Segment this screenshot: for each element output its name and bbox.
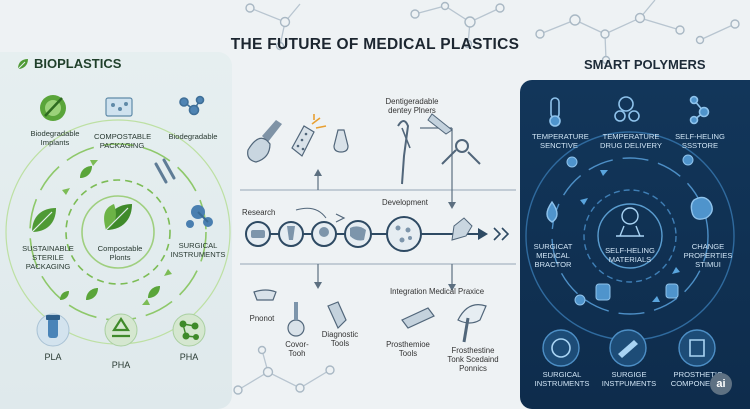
label-research: Research	[242, 208, 276, 217]
label-pla: PLA	[44, 352, 62, 362]
label-integration: Integration Medical Praxice	[390, 287, 485, 296]
leaf-icon	[31, 208, 56, 233]
bioplastics-heading: BIOPLASTICS	[16, 56, 121, 71]
label-surgige-instpuments: SURGIGE INSTPUMENTS	[601, 370, 657, 388]
instrument-icon	[186, 205, 213, 228]
label-covor-tooh: Covor- Tooh	[285, 340, 309, 358]
smart-polymers-diagram	[525, 95, 735, 367]
process-row	[245, 207, 510, 252]
ai-logo: ai	[710, 373, 732, 395]
label-surgical-instruments: SURGICAL INSTRUMENTS	[170, 241, 226, 259]
label-surgicat-medical-bractor: SURGICAT MEDICAL BRACTOR	[533, 242, 573, 269]
bioplastics-diagram	[5, 95, 231, 347]
prosthetic-icon	[678, 329, 716, 367]
label-temperature-sencitive: TEMPERATURE SENCTIVE	[532, 132, 589, 150]
label-pha-2: PHA	[179, 352, 199, 362]
blob-icon	[690, 196, 713, 220]
leaf-icon	[17, 58, 28, 69]
label-compostable-packaging: COMPOSTABLE PACKAGING	[94, 132, 152, 150]
molecule-icon	[179, 95, 205, 116]
packaging-icon	[105, 97, 133, 117]
label-pha: PHA	[111, 360, 131, 370]
label-diagnostic-tools: Diagnostic Tools	[321, 330, 359, 348]
lab-icon	[616, 207, 644, 237]
drop-icon	[546, 200, 558, 223]
page-title: THE FUTURE OF MEDICAL PLASTICS	[230, 36, 520, 53]
vial-icon	[36, 313, 70, 347]
label-frosthestine: Frosthestine Tonk Scedaind Ponnics	[447, 346, 499, 373]
recycle-icon	[104, 313, 138, 347]
leaf-icon	[104, 204, 132, 231]
label-self-heling-materials: SELF-HELING MATERIALS	[605, 246, 655, 264]
label-surgical-instruments-right: SURGICAL INSTRUMENTS	[534, 370, 590, 388]
drug-delivery-icon	[614, 96, 640, 122]
thermometer-icon	[549, 97, 561, 127]
smart-polymers-heading: SMART POLYMERS	[584, 57, 706, 72]
molecule-icon	[689, 95, 710, 125]
label-prosthemioe-tools: Prosthemioe Tools	[386, 340, 430, 358]
label-biodegradable-implants: Biodegradable Implants	[30, 129, 80, 147]
label-change-properties: CHANGE PROPERTIES STIMUI	[683, 242, 733, 269]
label-dentigeradable: Dentigeradable dentey Plners	[385, 97, 439, 115]
scan-icon	[542, 329, 580, 367]
label-prosthetic-components: PROSTHETIC COMPONENTS	[670, 370, 726, 388]
research-pipeline-diagram	[240, 113, 516, 343]
tool-icons-top	[247, 113, 481, 185]
label-self-heling-sstore: SELF-HELING SSSTORE	[675, 132, 725, 150]
instrument-icon	[609, 329, 647, 367]
label-pnonot: Pnonot	[249, 314, 275, 323]
label-sustainable-sterile-packaging: SUSTAINABLE STERILE PACKAGING	[22, 244, 74, 271]
molecule-icon	[172, 313, 206, 347]
bioplastics-heading-text: BIOPLASTICS	[34, 56, 122, 71]
tool-icons-bottom	[253, 289, 487, 343]
label-temperature-drug-delivery: TEMPERATURE DRUG DELIVERY	[600, 132, 662, 150]
label-biodegradable: Biodegradable	[168, 132, 218, 141]
label-compostable-plonts: Compostable Plonts	[97, 244, 143, 262]
label-development: Development	[382, 198, 428, 207]
implant-icon	[40, 95, 66, 121]
